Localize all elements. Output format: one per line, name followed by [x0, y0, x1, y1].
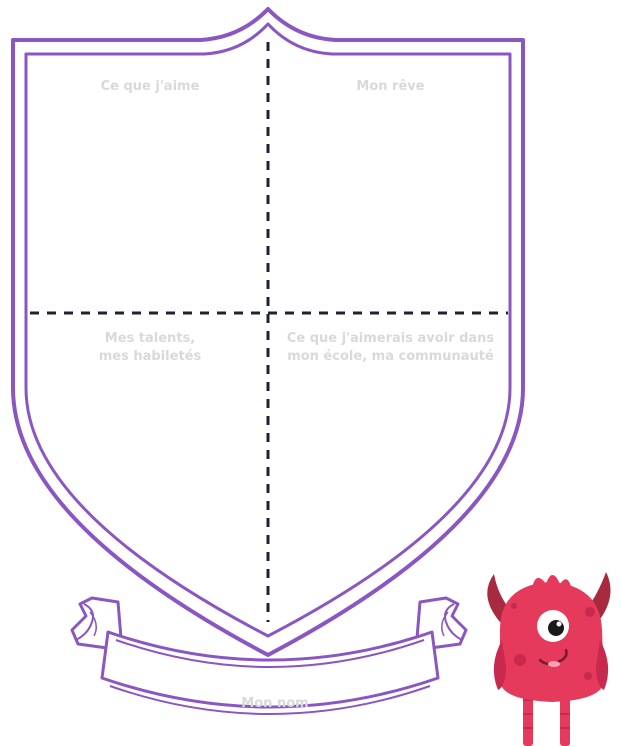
- banner-label-name: Mon nom: [160, 696, 390, 711]
- quadrant-label-dream: Mon rêve: [278, 78, 503, 96]
- pink-one-eyed-monster-icon: [487, 572, 610, 746]
- quadrant-label-likes: Ce que j'aime: [40, 78, 260, 96]
- quadrant-label-school-community: Ce que j'aimerais avoir dans mon école, …: [278, 330, 503, 366]
- quadrant-label-talents: Mes talents, mes habiletés: [40, 330, 260, 366]
